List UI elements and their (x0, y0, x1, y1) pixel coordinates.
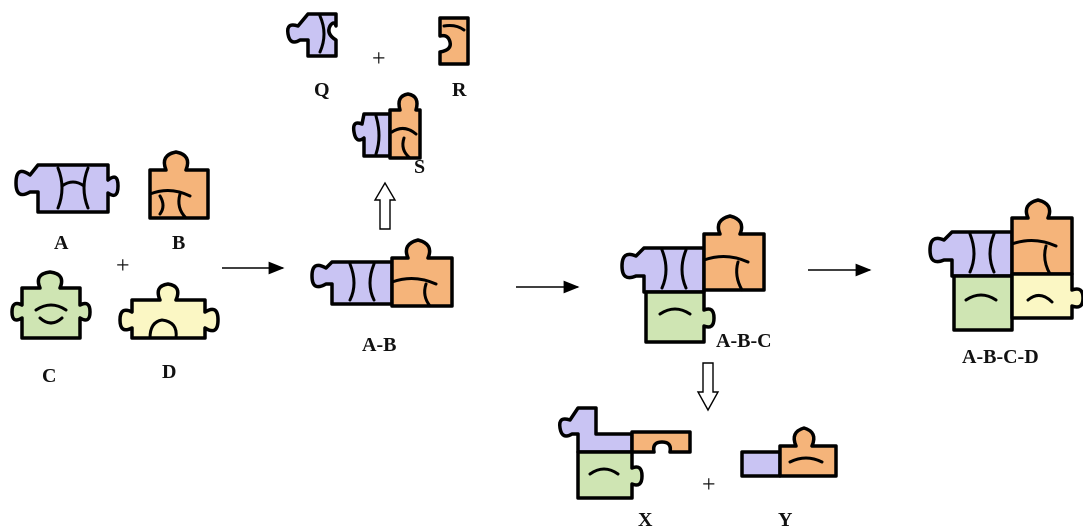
label-r: R (452, 79, 467, 101)
complex-s: S (351, 92, 425, 178)
label-d: D (162, 361, 176, 383)
label-y: Y (778, 509, 793, 531)
s-orange (388, 92, 422, 160)
plus-left: + (116, 253, 130, 279)
hollow-arrow-down-to-xy (696, 362, 720, 412)
label-ab: A-B (362, 334, 396, 356)
plus-qr: + (372, 46, 386, 72)
label-c: C (42, 365, 56, 387)
label-a: A (54, 232, 69, 254)
abcd-orange (1010, 198, 1074, 276)
complex-ab: A-B (310, 238, 454, 356)
abcd-green (952, 274, 1014, 332)
piece-a-shape (14, 163, 120, 214)
x-orange (630, 430, 692, 454)
label-q: Q (314, 79, 330, 101)
piece-b-shape (148, 150, 210, 220)
label-s: S (414, 156, 425, 178)
abc-orange (702, 214, 766, 292)
abcd-yellow (1010, 272, 1083, 320)
piece-c: C (10, 270, 92, 387)
piece-r: R (438, 16, 470, 101)
piece-q-shape (285, 12, 338, 58)
ab-orange (390, 238, 454, 308)
label-abc: A-B-C (716, 330, 772, 352)
y-lavender (740, 450, 782, 478)
plus-xy: + (702, 472, 716, 498)
piece-a: A (14, 163, 120, 254)
x-green (576, 450, 644, 500)
complex-abcd: A-B-C-D (928, 198, 1083, 368)
piece-d: D (118, 282, 220, 383)
label-b: B (172, 232, 185, 254)
y-orange (778, 426, 838, 478)
label-abcd: A-B-C-D (962, 346, 1039, 368)
complex-abc: A-B-C (620, 214, 772, 352)
complex-y: Y (740, 426, 838, 531)
x-lavender (557, 406, 634, 454)
piece-q: Q (285, 12, 338, 101)
abc-green (644, 290, 716, 344)
hollow-arrow-up-to-s (373, 181, 397, 230)
piece-d-shape (118, 282, 220, 340)
complex-x: X (557, 406, 692, 531)
piece-b: B (148, 150, 210, 254)
s-lavender (351, 112, 392, 158)
label-x: X (638, 509, 653, 531)
